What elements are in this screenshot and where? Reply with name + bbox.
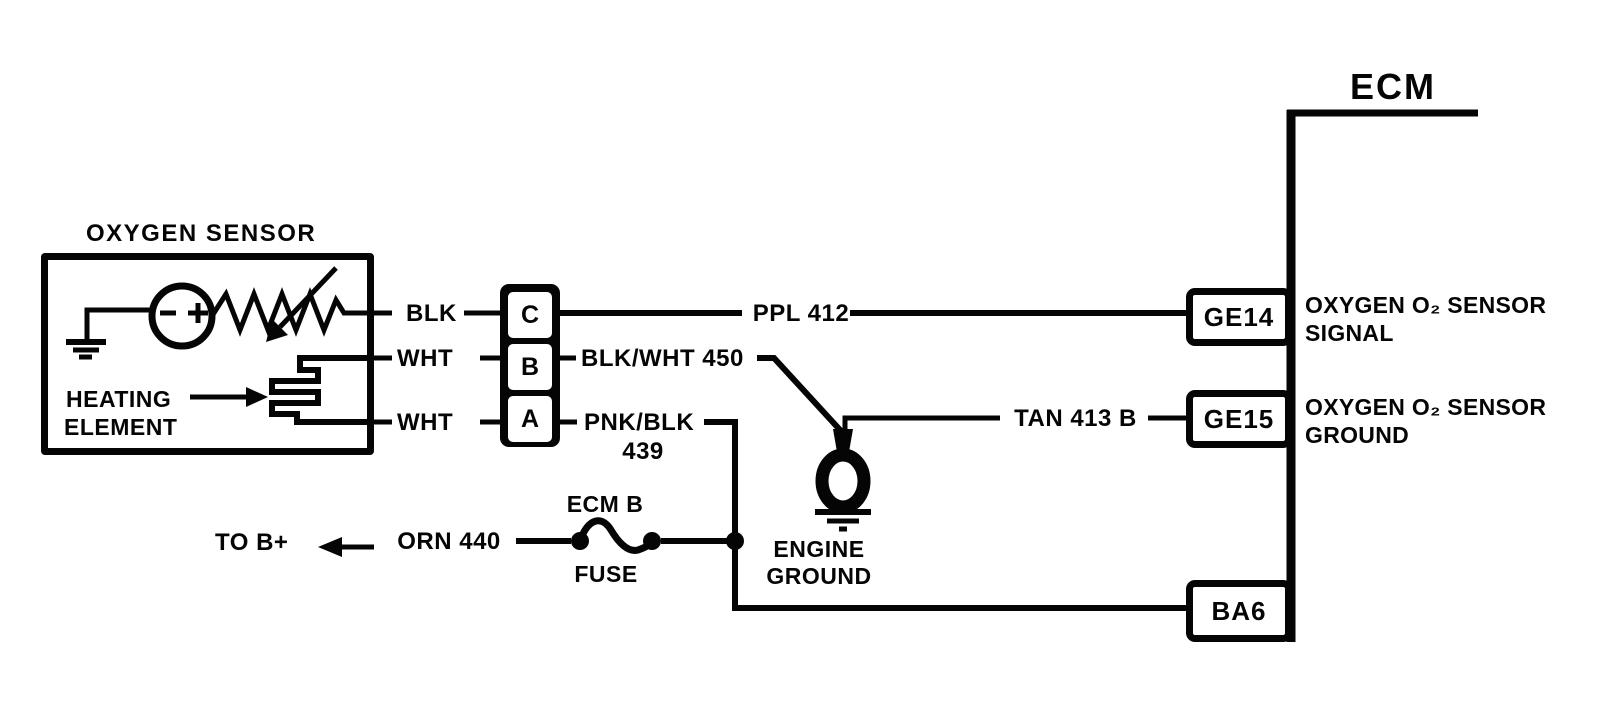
wire-label-orn-440: ORN 440	[397, 528, 501, 555]
resistor-zigzag	[209, 287, 374, 337]
fuse-name-label: ECM B	[566, 491, 644, 517]
variable-resistor-icon	[209, 266, 374, 342]
fuse-word-label: FUSE	[574, 561, 638, 587]
heating-label-line2: ELEMENT	[64, 414, 178, 440]
terminal-ge15-desc-line1: OXYGEN O₂ SENSOR	[1305, 394, 1547, 420]
wire-label-blk-wht-450: BLK/WHT 450	[581, 345, 744, 372]
terminal-ge14: GE14	[1186, 288, 1292, 346]
heating-arrow-icon	[190, 387, 268, 407]
sensor-internals	[66, 266, 374, 425]
fuse-icon	[571, 517, 661, 554]
pin-a: A	[508, 396, 552, 442]
terminal-ge15: GE15	[1186, 390, 1292, 448]
terminal-ba6: BA6	[1186, 580, 1292, 642]
resistor-arrowhead-icon	[266, 319, 288, 342]
terminal-ge15-label: GE15	[1203, 403, 1275, 434]
wire-pnk-blk-439-run	[704, 419, 1188, 611]
wire-label-wht-a: WHT	[397, 409, 454, 436]
resistor-arrow-shaft	[278, 266, 338, 329]
engine-ground-label-line2: GROUND	[766, 563, 872, 589]
wire-label-tan-413b: TAN 413 B	[1014, 405, 1137, 432]
wire-tan-413b	[842, 415, 1188, 434]
engine-ground-icon	[815, 429, 871, 532]
terminal-ge15-desc-line2: GROUND	[1305, 422, 1410, 448]
to-b-plus-label: TO B+	[215, 529, 289, 556]
pin-c: C	[508, 292, 552, 338]
wire-label-439: 439	[622, 438, 664, 465]
pin-c-label: C	[520, 300, 540, 329]
terminal-ge15-desc: OXYGEN O₂ SENSOR GROUND	[1305, 393, 1546, 449]
terminal-ge14-desc-line1: OXYGEN O₂ SENSOR	[1305, 292, 1547, 318]
pin-b: B	[508, 344, 552, 390]
junction-dot	[726, 532, 744, 550]
pin-a-label: A	[520, 404, 540, 433]
wire-label-pnk-blk: PNK/BLK	[584, 409, 695, 436]
ground-icon	[66, 339, 106, 360]
terminal-ge14-label: GE14	[1203, 301, 1275, 332]
wire-label-blk: BLK	[406, 300, 457, 327]
ecm-boundary	[1286, 109, 1478, 642]
voltage-source-icon	[148, 282, 216, 350]
sensor-taps	[374, 310, 502, 425]
engine-ground-label-line1: ENGINE	[773, 536, 865, 562]
wire-label-ppl-412: PPL 412	[752, 300, 850, 327]
terminal-ge14-desc: OXYGEN O₂ SENSOR SIGNAL	[1305, 291, 1546, 347]
terminal-ge14-desc-line2: SIGNAL	[1305, 320, 1394, 346]
heating-element-icon	[269, 355, 374, 425]
left-arrow-icon	[318, 537, 374, 557]
heating-label-line1: HEATING	[66, 386, 172, 412]
pin-b-label: B	[520, 352, 540, 381]
sensor-ground-wire	[84, 307, 151, 339]
terminal-ba6-label: BA6	[1211, 595, 1267, 626]
wire-blk-wht-450	[757, 355, 844, 434]
wire-label-wht-b: WHT	[397, 345, 454, 372]
ecm-title: ECM	[1350, 66, 1436, 107]
oxygen-sensor-title: OXYGEN SENSOR	[86, 220, 317, 247]
